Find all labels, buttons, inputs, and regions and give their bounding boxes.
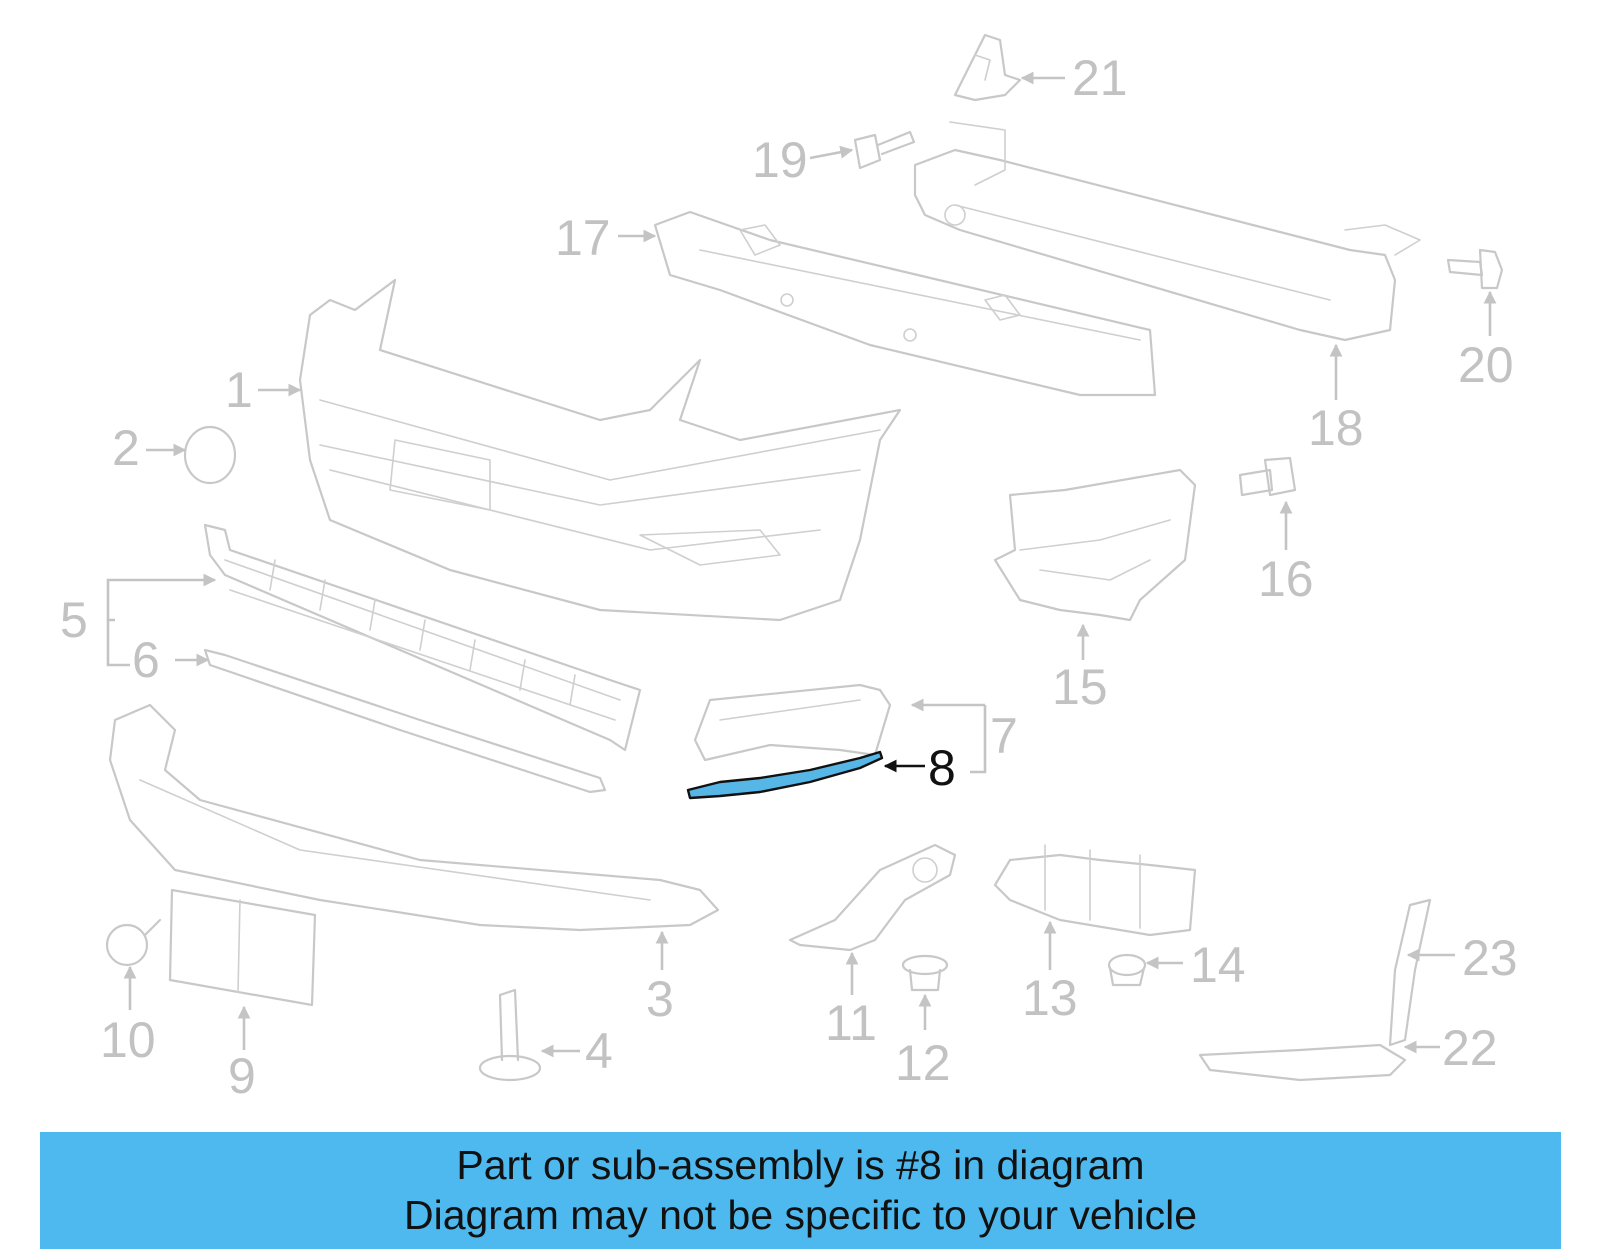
part-9-plate [168, 888, 317, 1007]
callout-16: 16 [1258, 551, 1314, 607]
part-1-bumper-cover [298, 278, 902, 622]
callout-21: 21 [1072, 50, 1128, 106]
part-4-screw [478, 988, 542, 1082]
callout-23: 23 [1462, 930, 1518, 986]
part-20-bolt [1446, 248, 1504, 290]
callout-22: 22 [1442, 1020, 1498, 1076]
callout-14: 14 [1190, 937, 1246, 993]
part-18-reinforcement [913, 121, 1421, 342]
callout-6: 6 [132, 632, 160, 688]
callout-labels: 1 2 3 4 5 6 7 8 9 10 11 12 13 14 15 16 1… [60, 50, 1518, 1104]
callout-17: 17 [555, 210, 611, 266]
callout-18: 18 [1308, 400, 1364, 456]
leader-lines [106, 71, 1497, 1058]
callout-15: 15 [1052, 659, 1108, 715]
part-2-cap [183, 425, 237, 485]
part-12-nut [901, 954, 949, 992]
callout-12: 12 [895, 1035, 951, 1091]
part-14-nut [1107, 953, 1147, 987]
banner-line-2: Diagram may not be specific to your vehi… [403, 1192, 1197, 1238]
callout-2: 2 [112, 420, 140, 476]
part-5-grille [203, 523, 642, 752]
callout-10: 10 [100, 1012, 156, 1068]
callout-3: 3 [646, 971, 674, 1027]
callout-19: 19 [752, 132, 808, 188]
parts-diagram: 1 2 3 4 5 6 7 8 9 10 11 12 13 14 15 16 1… [60, 33, 1518, 1104]
callout-13: 13 [1022, 970, 1078, 1026]
part-17-absorber [653, 210, 1157, 397]
part-13-bracket [993, 844, 1197, 937]
part-23-strip [1388, 898, 1432, 1047]
callout-4: 4 [585, 1023, 613, 1079]
callout-20: 20 [1458, 337, 1514, 393]
callout-9: 9 [228, 1048, 256, 1104]
part-19-bolt [853, 130, 916, 170]
part-22-trim [1198, 1043, 1407, 1082]
part-10-clip [105, 918, 162, 967]
part-15-bracket [993, 468, 1197, 622]
part-3-spoiler [108, 703, 720, 932]
part-21-bracket [953, 33, 1022, 102]
part-16-bolt [1238, 456, 1297, 497]
callout-8: 8 [928, 740, 956, 796]
callout-11: 11 [825, 995, 877, 1051]
callout-5: 5 [60, 592, 88, 648]
callout-1: 1 [225, 362, 253, 418]
callout-7: 7 [990, 708, 1018, 764]
part-6-strip [203, 648, 607, 794]
part-11-bracket [788, 843, 957, 952]
banner-line-1: Part or sub-assembly is #8 in diagram [456, 1142, 1145, 1188]
info-banner: Part or sub-assembly is #8 in diagram Di… [40, 1132, 1561, 1249]
part-8-molding [686, 750, 884, 800]
part-7-trim [693, 683, 892, 762]
